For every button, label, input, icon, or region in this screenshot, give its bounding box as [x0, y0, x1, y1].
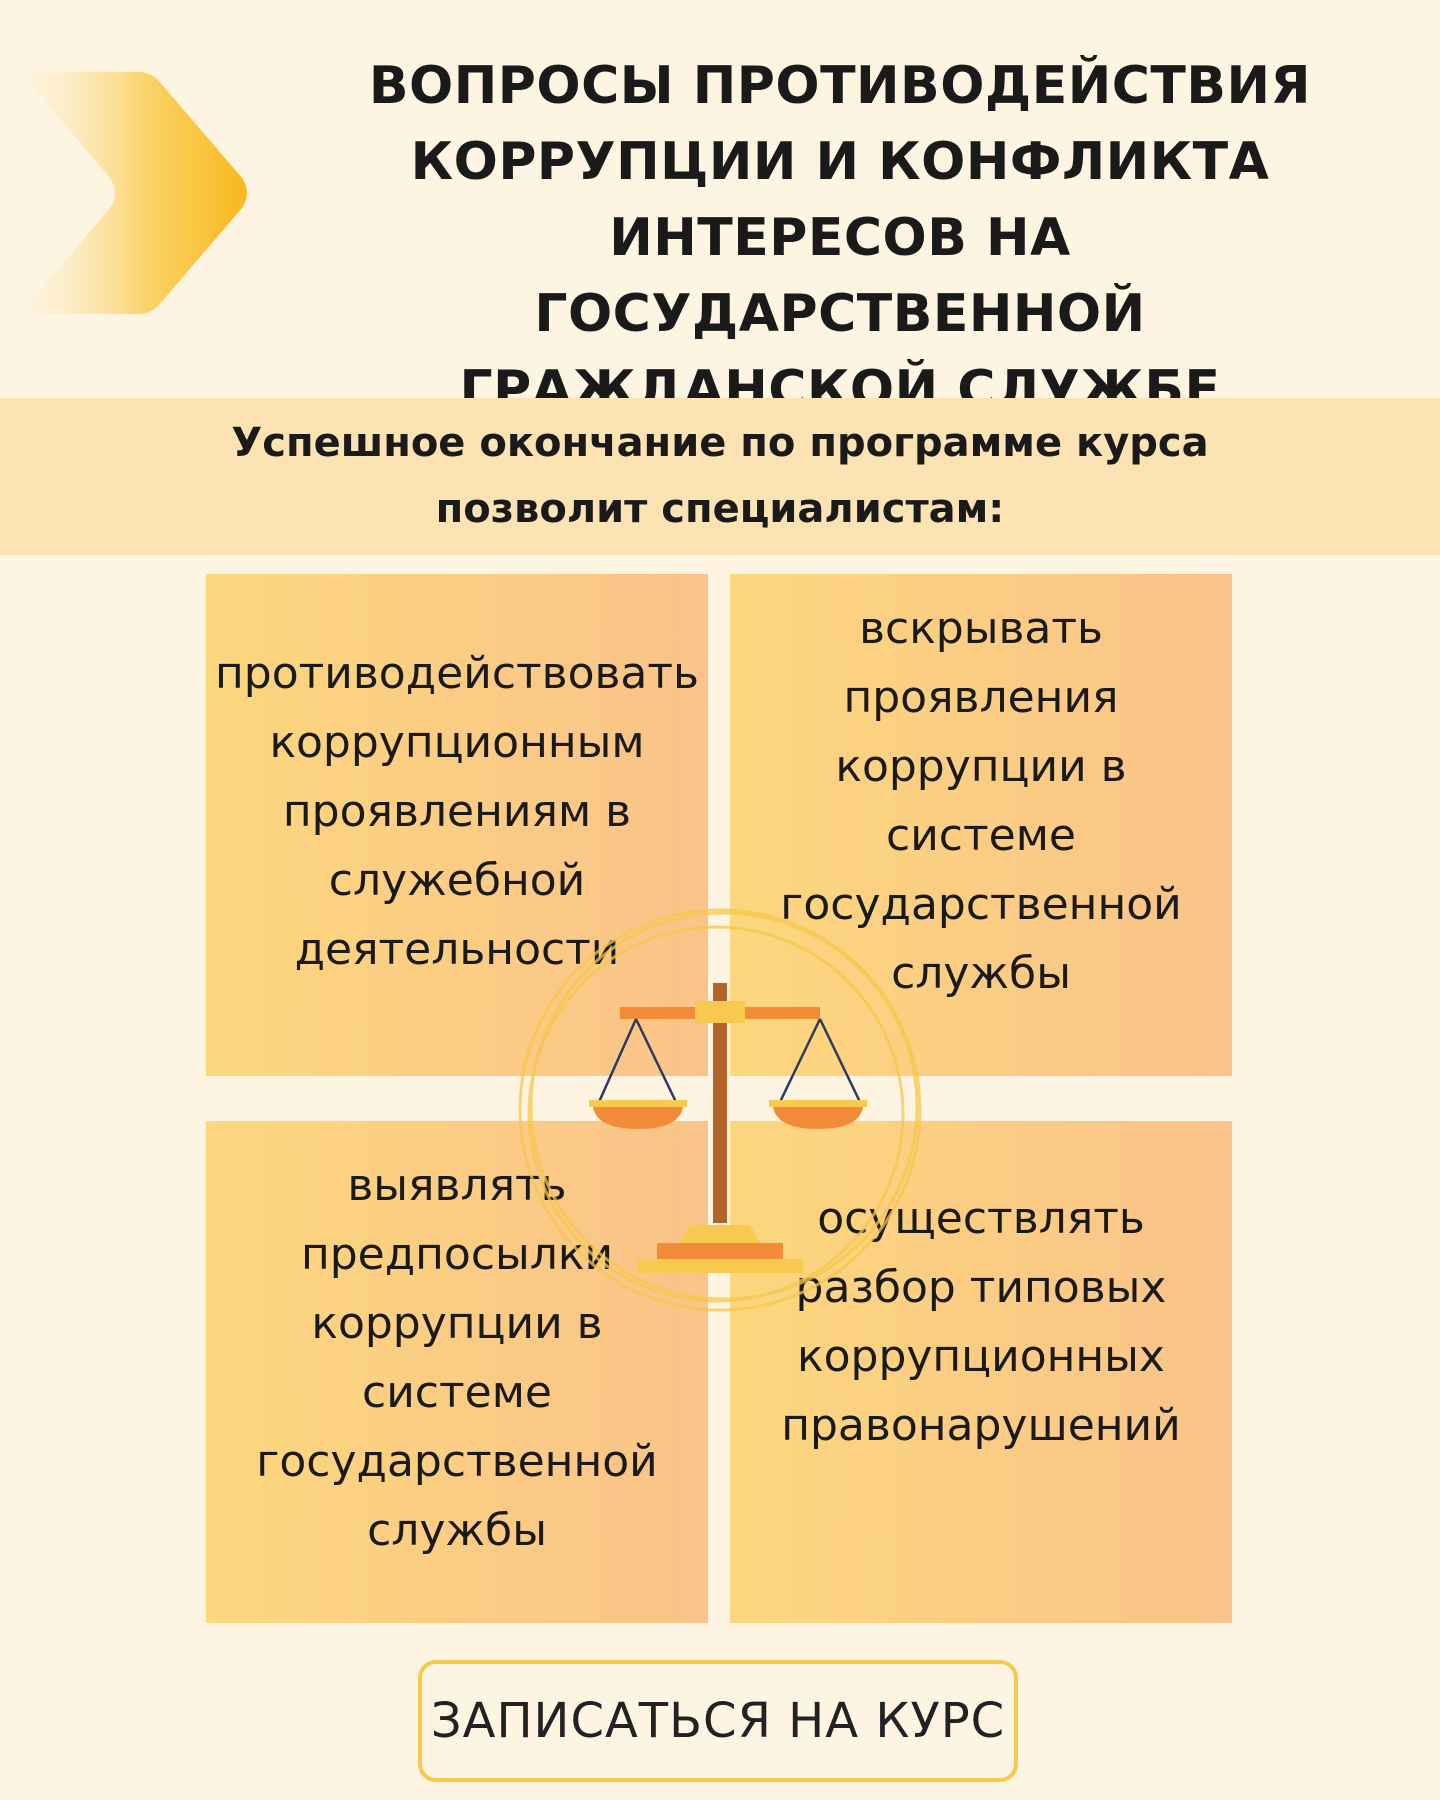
page-title: ВОПРОСЫ ПРОТИВОДЕЙСТВИЯ КОРРУПЦИИ И КОНФ… — [300, 48, 1380, 428]
skill-card-line: разбор типовых — [795, 1262, 1167, 1313]
enroll-button[interactable]: ЗАПИСАТЬСЯ НА КУРС — [418, 1660, 1018, 1782]
skill-card-line: предпосылки — [300, 1229, 614, 1280]
skill-card-line: коррупционным — [269, 716, 645, 768]
skill-card-line: государственной — [256, 1436, 658, 1487]
chevron-right-icon — [20, 72, 247, 314]
skill-card-line: противодействовать — [215, 647, 699, 699]
skill-card-line: коррупции в — [311, 1298, 603, 1349]
title-line: ИНТЕРЕСОВ НА ГОСУДАРСТВЕННОЙ — [534, 208, 1146, 344]
skill-card-line: коррупционных — [797, 1331, 1165, 1382]
skill-card-text: выявлять предпосылки коррупции в системе… — [256, 1151, 657, 1565]
skill-card-line: служебной — [328, 854, 586, 906]
skill-card-counteract: противодействовать коррупционным проявле… — [206, 574, 708, 1076]
subtitle: Успешное окончание по программе курса по… — [100, 410, 1340, 542]
skill-card-line: проявлениям в — [282, 785, 632, 837]
skill-card-line: вскрывать — [859, 603, 1103, 654]
skill-card-line: проявления — [843, 672, 1119, 723]
subtitle-line: позволит специалистам: — [435, 486, 1005, 532]
skill-card-line: системе — [886, 810, 1076, 861]
skill-card-reveal: вскрывать проявления коррупции в системе… — [730, 574, 1232, 1076]
skill-card-line: осуществлять — [817, 1193, 1145, 1244]
title-line: ВОПРОСЫ ПРОТИВОДЕЙСТВИЯ — [368, 56, 1312, 116]
skill-card-line: правонарушений — [781, 1400, 1181, 1451]
title-line: КОРРУПЦИИ И КОНФЛИКТА — [410, 132, 1270, 192]
skill-card-line: службы — [891, 948, 1071, 999]
skill-card-line: коррупции в — [835, 741, 1127, 792]
skill-card-line: системе — [362, 1367, 552, 1418]
skill-card-line: службы — [367, 1505, 547, 1556]
skill-card-detect: выявлять предпосылки коррупции в системе… — [206, 1121, 708, 1623]
subtitle-line: Успешное окончание по программе курса — [231, 420, 1209, 466]
subtitle-band — [0, 398, 1440, 555]
skill-card-text: противодействовать коррупционным проявле… — [215, 639, 699, 984]
skill-card-line: деятельности — [294, 923, 620, 975]
skill-card-line: выявлять — [347, 1160, 567, 1211]
skill-card-text: вскрывать проявления коррупции в системе… — [780, 594, 1181, 1008]
skill-card-analyze: осуществлять разбор типовых коррупционны… — [730, 1121, 1232, 1623]
skill-card-line: государственной — [780, 879, 1182, 930]
skill-card-text: осуществлять разбор типовых коррупционны… — [781, 1184, 1181, 1460]
